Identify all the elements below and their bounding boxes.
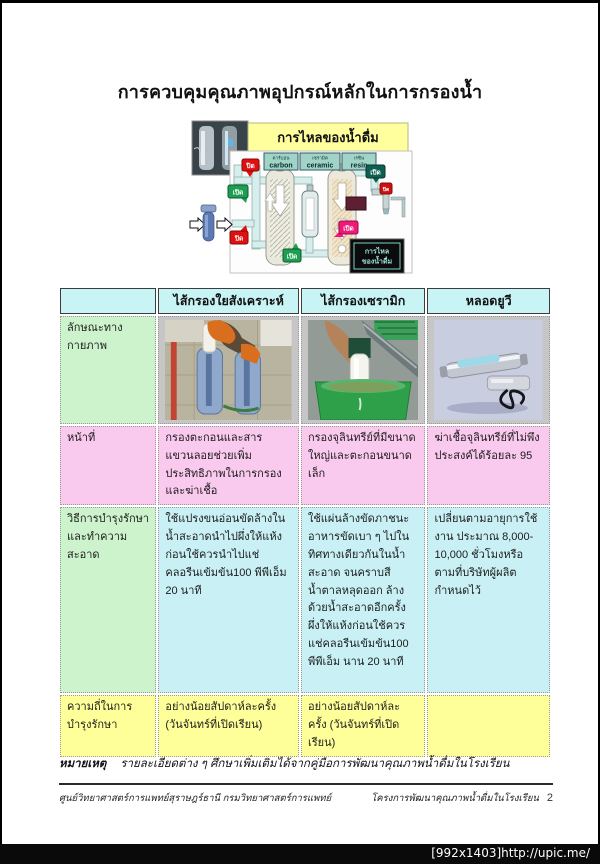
svg-text:ปิด: ปิด [246, 162, 255, 170]
photo-synthetic-filter [158, 316, 299, 424]
cell-function-uv: ฆ่าเชื้อจุลินทรีย์ที่ไม่พึงประสงค์ได้ร้อ… [427, 426, 550, 506]
watermark-bar: [992x1403]http://upic.me/ [0, 844, 600, 864]
footer-rule [59, 783, 553, 785]
row-physical: ลักษณะทางกายภาพ [60, 316, 550, 424]
cell-function-ceramic: กรองจุลินทรีย์ที่มีขนาดใหญ่และตะกอนขนาดเ… [300, 426, 426, 506]
note-text: รายละเอียดต่าง ๆ ศึกษาเพิ่มเติมได้จากคู่… [120, 758, 510, 770]
inlet-filter [189, 204, 233, 242]
photo-uv-lamp [427, 316, 550, 424]
cell-function-synthetic: กรองตะกอนและสารแขวนลอยช่วยเพิ่มประสิทธิภ… [158, 426, 299, 506]
carbon-label: คาร์บอน carbon [263, 152, 299, 171]
document-page: การควบคุมคุณภาพอุปกรณ์หลักในการกรองน้ำ [2, 3, 598, 844]
valve-tag-closed-right: ปิด [379, 182, 393, 195]
svg-text:เปิด: เปิด [233, 189, 244, 197]
row-label-physical: ลักษณะทางกายภาพ [60, 316, 157, 424]
row-label-frequency: ความถี่ในการบำรุงรักษา [60, 695, 157, 757]
svg-text:carbon: carbon [269, 163, 292, 170]
page-title: การควบคุมคุณภาพอุปกรณ์หลักในการกรองน้ำ [117, 82, 483, 102]
header-blank [60, 288, 157, 314]
footer-right: โครงการพัฒนาคุณภาพน้ำดื่มในโรงเรียน [371, 793, 539, 804]
svg-text:ปิด: ปิด [382, 186, 389, 193]
inline-cartridge [301, 184, 319, 238]
cell-maintenance-ceramic: ใช้แผ่นล้างขัดภาชนะอาหารขัดเบา ๆ ไปในทิศ… [300, 507, 426, 694]
svg-text:ปิด: ปิด [234, 235, 243, 243]
svg-text:คาร์บอน: คาร์บอน [273, 155, 291, 161]
row-maintenance: วิธีการบำรุงรักษาและทำความสะอาด ใช้แปรงข… [60, 507, 550, 694]
flow-banner: การไหลของน้ำดื่ม [247, 122, 409, 152]
table-header-row: ไส้กรองใยสังเคราะห์ ไส้กรองเซรามิก หลอดย… [60, 288, 550, 314]
row-function: หน้าที่ กรองตะกอนและสารแขวนลอยช่วยเพิ่มป… [60, 426, 550, 506]
note-line: หมายเหตุ รายละเอียดต่าง ๆ ศึกษาเพิ่มเติมไ… [59, 755, 553, 773]
row-frequency: ความถี่ในการบำรุงรักษา อย่างน้อยสัปดาห์ล… [60, 695, 550, 757]
cell-frequency-synthetic: อย่างน้อยสัปดาห์ละครั้ง (วันจันทร์ที่เปิ… [158, 695, 299, 757]
note-label: หมายเหตุ [59, 758, 107, 770]
valve-tag-closed-lower: ปิด [229, 225, 249, 245]
header-ceramic-filter: ไส้กรองเซรามิก [300, 288, 426, 314]
equipment-table: ไส้กรองใยสังเคราะห์ ไส้กรองเซรามิก หลอดย… [58, 286, 552, 759]
svg-text:ของน้ำดื่ม: ของน้ำดื่ม [362, 255, 393, 266]
svg-text:เปิด: เปิด [287, 253, 298, 261]
ceramic-label: เซรามิค ceramic [299, 152, 341, 171]
flow-banner-label: การไหลของน้ำดื่ม [277, 127, 378, 145]
valve-tag-open-topright: เปิด [365, 164, 386, 183]
synthetic-filter-photo [165, 320, 292, 420]
svg-text:เรซิน: เรซิน [354, 156, 365, 161]
row-label-function: หน้าที่ [60, 426, 157, 506]
svg-text:resin: resin [351, 163, 368, 170]
svg-text:ceramic: ceramic [307, 163, 334, 170]
cell-maintenance-synthetic: ใช้แปรงขนอ่อนขัดล้างในน้ำสะอาดนำไปผึ่งให… [158, 507, 299, 694]
svg-text:เปิด: เปิด [370, 169, 381, 177]
cell-frequency-uv [427, 695, 550, 757]
valve-tag-open-left: เปิด [227, 184, 249, 203]
ceramic-filter-photo [307, 320, 419, 420]
valve-tag-open-pink: เปิด [334, 220, 359, 237]
uv-lamp-photo [434, 320, 543, 420]
header-synthetic-filter: ไส้กรองใยสังเคราะห์ [158, 288, 299, 314]
cell-maintenance-uv: เปลี่ยนตามอายุการใช้งาน ประมาณ 8,000-10,… [427, 507, 550, 694]
page-footer: ศูนย์วิทยาศาสตร์การแพทย์สุราษฎร์ธานี กรม… [59, 791, 553, 806]
row-label-maintenance: วิธีการบำรุงรักษาและทำความสะอาด [60, 507, 157, 694]
svg-text:การไหล: การไหล [365, 247, 389, 256]
header-uv-lamp: หลอดยูวี [427, 288, 550, 314]
svg-text:เซรามิค: เซรามิค [312, 156, 328, 161]
watermark-text: [992x1403]http://upic.me/ [431, 846, 590, 860]
flow-direction-box: การไหล ของน้ำดื่ม [349, 238, 405, 274]
photo-ceramic-filter [300, 316, 426, 424]
svg-text:เปิด: เปิด [343, 225, 354, 233]
page-number: 2 [546, 792, 553, 804]
pump-box [345, 196, 367, 211]
filter-system-photo [191, 120, 249, 176]
valve-tag-open-bottom: เปิด [282, 243, 302, 263]
cell-frequency-ceramic: อย่างน้อยสัปดาห์ละครั้ง (วันจันทร์ที่เปิ… [300, 695, 426, 757]
water-flow-diagram: การไหลของน้ำดื่ม [188, 119, 416, 279]
valve-tag-closed-top: ปิด [241, 158, 260, 177]
diagram-canvas: การไหลของน้ำดื่ม [189, 120, 413, 274]
footer-left: ศูนย์วิทยาศาสตร์การแพทย์สุราษฎร์ธานี กรม… [59, 793, 332, 804]
